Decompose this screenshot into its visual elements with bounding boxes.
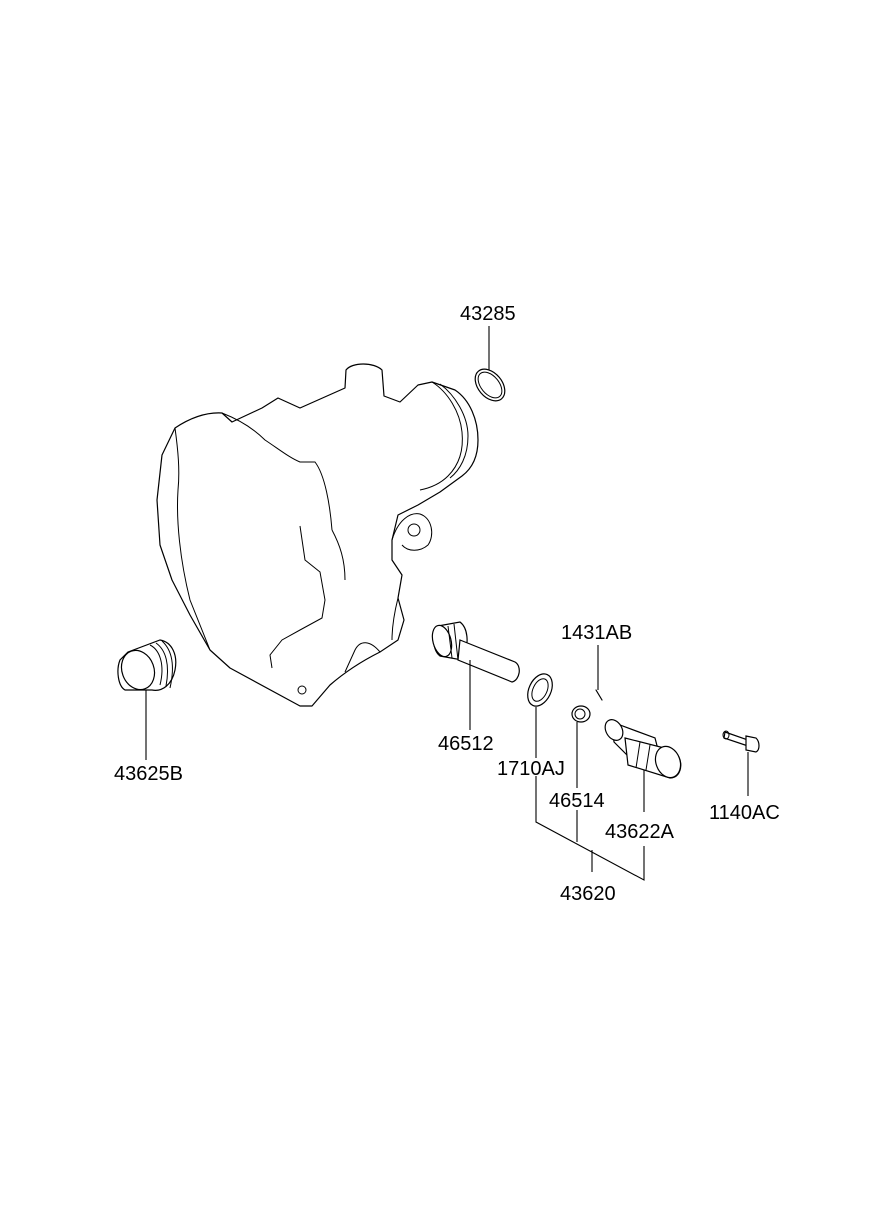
transmission-housing <box>156 363 479 707</box>
label-43620: 43620 <box>560 883 616 905</box>
o-ring-1710AJ <box>527 673 553 758</box>
plug-43625B <box>117 639 177 760</box>
speedometer-gear-46512 <box>431 621 520 730</box>
assembly-bracket-43620 <box>535 776 645 881</box>
label-1710AJ: 1710AJ <box>497 758 565 780</box>
snap-ring-43285 <box>474 326 506 402</box>
label-46514: 46514 <box>549 790 605 812</box>
bolt-1140AC <box>722 730 760 796</box>
label-43285: 43285 <box>460 303 516 325</box>
label-1431AB: 1431AB <box>561 622 632 644</box>
label-43622A: 43622A <box>605 821 675 843</box>
pin-1431AB <box>595 645 603 701</box>
label-43625B: 43625B <box>114 763 183 785</box>
label-46512: 46512 <box>438 733 494 755</box>
driven-gear-assembly-43622A <box>604 719 682 812</box>
sleeve-46514 <box>571 705 591 788</box>
label-1140AC: 1140AC <box>709 802 780 824</box>
